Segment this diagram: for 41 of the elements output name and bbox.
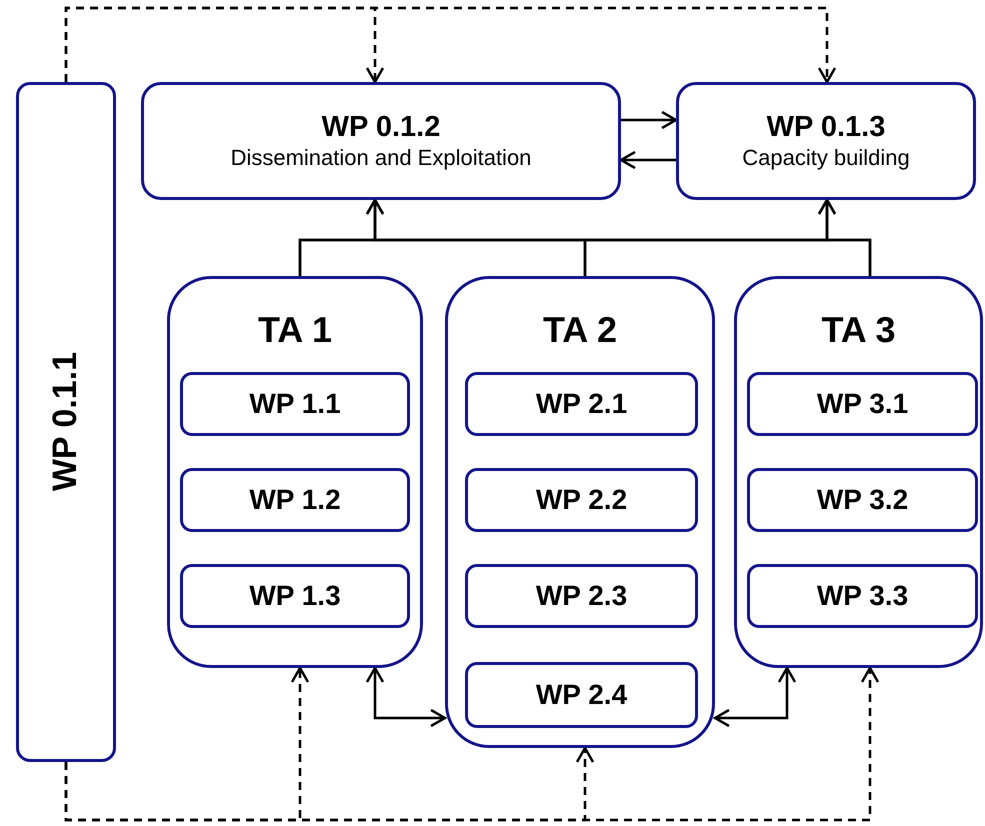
work-package-box [465, 564, 698, 628]
work-package-bar [16, 82, 116, 762]
work-package-box [747, 564, 978, 628]
package-title: WP 3.2 [816, 484, 908, 516]
arrow [714, 666, 796, 728]
package-title: WP 2.2 [536, 484, 628, 516]
task-area-panel [445, 276, 715, 748]
package-title: WP 0.1.3 [766, 110, 886, 144]
package-title: WP 1.2 [249, 484, 341, 516]
work-package-box [747, 372, 978, 436]
work-package-box [180, 564, 410, 628]
work-package-box [465, 662, 698, 728]
arrow [64, 6, 836, 84]
package-title: WP 0.1.2 [322, 110, 440, 144]
work-package-box [676, 82, 976, 200]
work-package-box [180, 372, 410, 436]
package-title: WP 1.3 [249, 580, 341, 612]
work-package-box [465, 468, 698, 532]
package-title: WP 2.4 [536, 678, 628, 712]
task-area-panel [167, 276, 423, 668]
package-title: WP 0.1.1 [46, 352, 86, 492]
package-title: WP 3.1 [816, 388, 908, 420]
package-title: WP 3.3 [816, 580, 908, 612]
package-title: WP 1.1 [249, 388, 341, 420]
package-title: TA 1 [258, 309, 332, 350]
work-package-box [747, 468, 978, 532]
package-description: Capacity building [742, 144, 910, 172]
arrow [621, 110, 678, 130]
package-title: TA 3 [821, 309, 896, 350]
arrow [64, 666, 880, 822]
work-package-box [465, 372, 698, 436]
arrow [818, 198, 872, 276]
task-area-panel [734, 276, 983, 668]
arrow [620, 150, 676, 170]
package-description: Dissemination and Exploitation [230, 144, 532, 172]
package-title: TA 2 [542, 309, 617, 350]
package-title: WP 2.3 [536, 580, 628, 612]
work-package-box [180, 468, 410, 532]
work-package-box [141, 82, 621, 200]
arrow [366, 666, 446, 728]
package-title: WP 2.1 [536, 388, 628, 420]
